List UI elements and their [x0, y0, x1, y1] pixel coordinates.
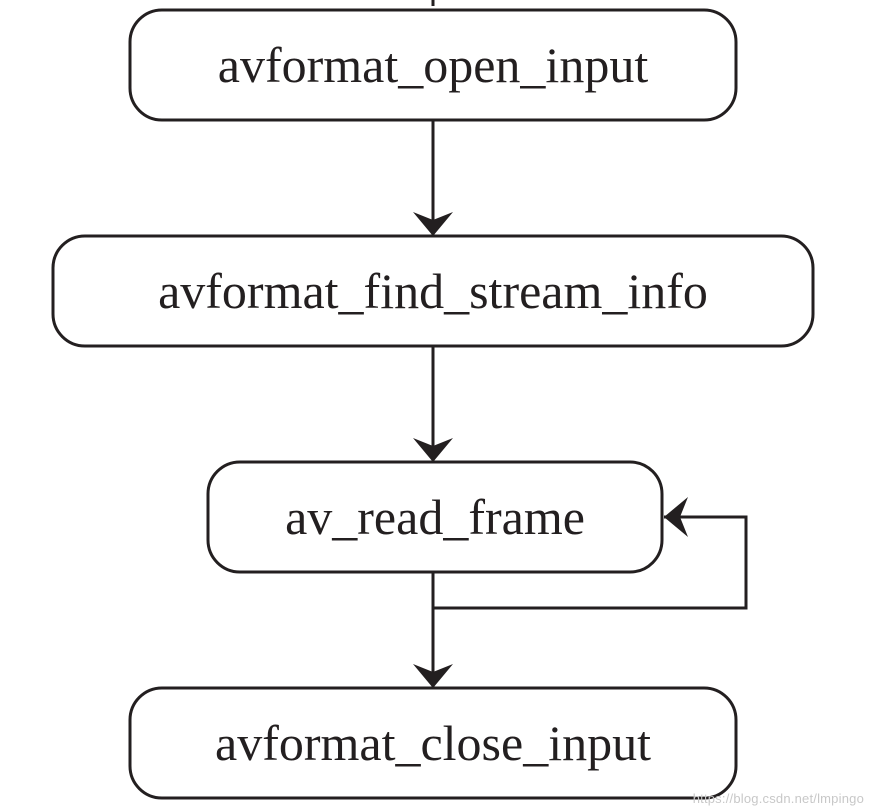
node-open-input: avformat_open_input	[128, 8, 738, 122]
node-read-frame: av_read_frame	[206, 460, 664, 574]
node-close-input: avformat_close_input	[128, 686, 738, 800]
loop-arrow-read	[433, 497, 748, 610]
node-read-frame-label: av_read_frame	[285, 489, 585, 545]
node-find-stream-info-label: avformat_find_stream_info	[158, 263, 708, 319]
node-close-input-label: avformat_close_input	[215, 715, 651, 771]
node-open-input-label: avformat_open_input	[218, 37, 649, 93]
node-find-stream-info: avformat_find_stream_info	[51, 234, 815, 348]
watermark-text: https://blog.csdn.net/lmpingo	[692, 791, 864, 806]
